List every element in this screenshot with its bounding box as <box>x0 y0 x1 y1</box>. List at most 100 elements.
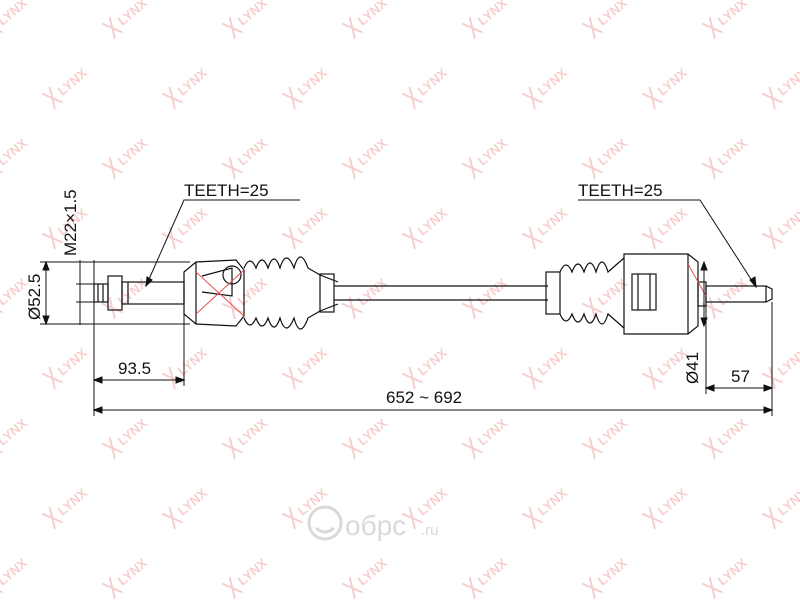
watermark-x-icon <box>761 506 783 530</box>
watermark-x-icon <box>221 16 243 40</box>
watermark-x-icon <box>641 366 663 390</box>
watermark-mark: LYNX <box>341 0 391 40</box>
watermark-text: LYNX <box>775 485 800 518</box>
watermark-mark: LYNX <box>0 555 30 600</box>
car-smile-icon <box>307 505 343 541</box>
watermark-mark: LYNX <box>161 205 210 250</box>
watermark-text: LYNX <box>55 485 91 518</box>
watermark-text: LYNX <box>355 415 391 448</box>
watermark-x-icon <box>521 506 543 530</box>
watermark-x-icon <box>401 86 423 110</box>
watermark-mark: LYNX <box>761 485 800 530</box>
watermark-mark: LYNX <box>341 135 390 180</box>
watermark-mark: LYNX <box>701 415 751 460</box>
watermark-mark: LYNX <box>401 65 451 110</box>
logo-name: oбрс <box>345 510 406 541</box>
watermark-x-icon <box>581 296 603 320</box>
watermark-mark: LYNX <box>461 0 510 40</box>
watermark-text: LYNX <box>235 415 271 448</box>
watermark-mark: LYNX <box>641 485 690 530</box>
watermark-mark: LYNX <box>101 555 150 600</box>
watermark-text: LYNX <box>715 0 751 28</box>
watermark-mark: LYNX <box>281 205 330 250</box>
watermark-mark: LYNX <box>161 485 211 530</box>
watermark-text: LYNX <box>775 65 800 98</box>
watermark-text: LYNX <box>415 205 451 238</box>
watermark-mark: LYNX <box>521 205 570 250</box>
watermark-x-icon <box>341 436 363 460</box>
watermark-x-icon <box>41 86 63 110</box>
watermark-mark: LYNX <box>161 65 210 110</box>
watermark-mark: LYNX <box>281 345 330 390</box>
watermark-mark: LYNX <box>521 485 571 530</box>
watermark-mark: LYNX <box>761 345 800 390</box>
shaft-accent-lines <box>195 263 707 317</box>
watermark-text: LYNX <box>55 65 91 98</box>
watermark-x-icon <box>701 156 723 180</box>
watermark-mark: LYNX <box>41 345 90 390</box>
watermark-x-icon <box>101 16 123 40</box>
teeth-left-label: TEETH=25 <box>184 181 269 200</box>
watermark-text: LYNX <box>775 345 800 378</box>
watermark-x-icon <box>101 156 123 180</box>
watermark-x-icon <box>641 86 663 110</box>
watermark-text: LYNX <box>115 415 151 448</box>
watermark-x-icon <box>401 226 423 250</box>
watermark-text: LYNX <box>715 555 751 588</box>
watermark-x-icon <box>341 296 363 320</box>
watermark-x-icon <box>701 576 723 600</box>
watermark-x-icon <box>581 156 603 180</box>
watermark-x-icon <box>101 296 123 320</box>
watermark-x-icon <box>641 226 663 250</box>
watermark-mark: LYNX <box>701 135 750 180</box>
watermark-mark: LYNX <box>641 65 690 110</box>
watermark-mark: LYNX <box>341 275 390 320</box>
dia-left-label: Ø52.5 <box>25 274 44 320</box>
watermark-x-icon <box>761 86 783 110</box>
watermark-mark: LYNX <box>521 65 570 110</box>
watermark-x-icon <box>341 576 363 600</box>
watermark-mark: LYNX <box>221 0 270 40</box>
watermark-x-icon <box>101 436 123 460</box>
watermark-x-icon <box>701 436 723 460</box>
watermark-text: LYNX <box>415 485 451 518</box>
watermark-x-icon <box>461 296 483 320</box>
watermark-x-icon <box>461 16 483 40</box>
len-total-label: 652 ~ 692 <box>386 388 462 407</box>
watermark-x-icon <box>41 506 63 530</box>
watermark-mark: LYNX <box>101 0 151 40</box>
watermark-text: LYNX <box>0 415 30 448</box>
watermark-mark: LYNX <box>401 345 450 390</box>
watermark-text: LYNX <box>355 0 391 28</box>
dimension-lines <box>40 199 774 416</box>
watermark-x-icon <box>161 506 183 530</box>
watermark-text: LYNX <box>595 275 631 308</box>
watermark-text: LYNX <box>175 485 211 518</box>
watermark-x-icon <box>641 506 663 530</box>
watermark-x-icon <box>281 226 303 250</box>
watermark-x-icon <box>401 366 423 390</box>
watermark-text: LYNX <box>535 485 571 518</box>
shaft-outline <box>93 253 773 335</box>
watermark-text: LYNX <box>115 0 151 28</box>
watermark-mark: LYNX <box>581 0 630 40</box>
watermark-x-icon <box>701 16 723 40</box>
watermark-mark: LYNX <box>701 275 750 320</box>
watermark-x-icon <box>41 226 63 250</box>
watermark-mark: LYNX <box>581 555 630 600</box>
watermark-text: LYNX <box>415 65 451 98</box>
watermark-text: LYNX <box>355 555 391 588</box>
watermark-x-icon <box>221 576 243 600</box>
watermark-mark: LYNX <box>341 555 391 600</box>
watermark-x-icon <box>281 86 303 110</box>
watermark-text: LYNX <box>475 135 511 168</box>
watermark-text: LYNX <box>715 415 751 448</box>
watermark-mark: LYNX <box>761 205 800 250</box>
watermark-mark: LYNX <box>581 135 630 180</box>
abcp-logo: oбрс .ru <box>307 505 439 541</box>
watermark-text: LYNX <box>595 415 631 448</box>
watermark-text: LYNX <box>475 555 511 588</box>
watermark-mark: LYNX <box>461 135 511 180</box>
